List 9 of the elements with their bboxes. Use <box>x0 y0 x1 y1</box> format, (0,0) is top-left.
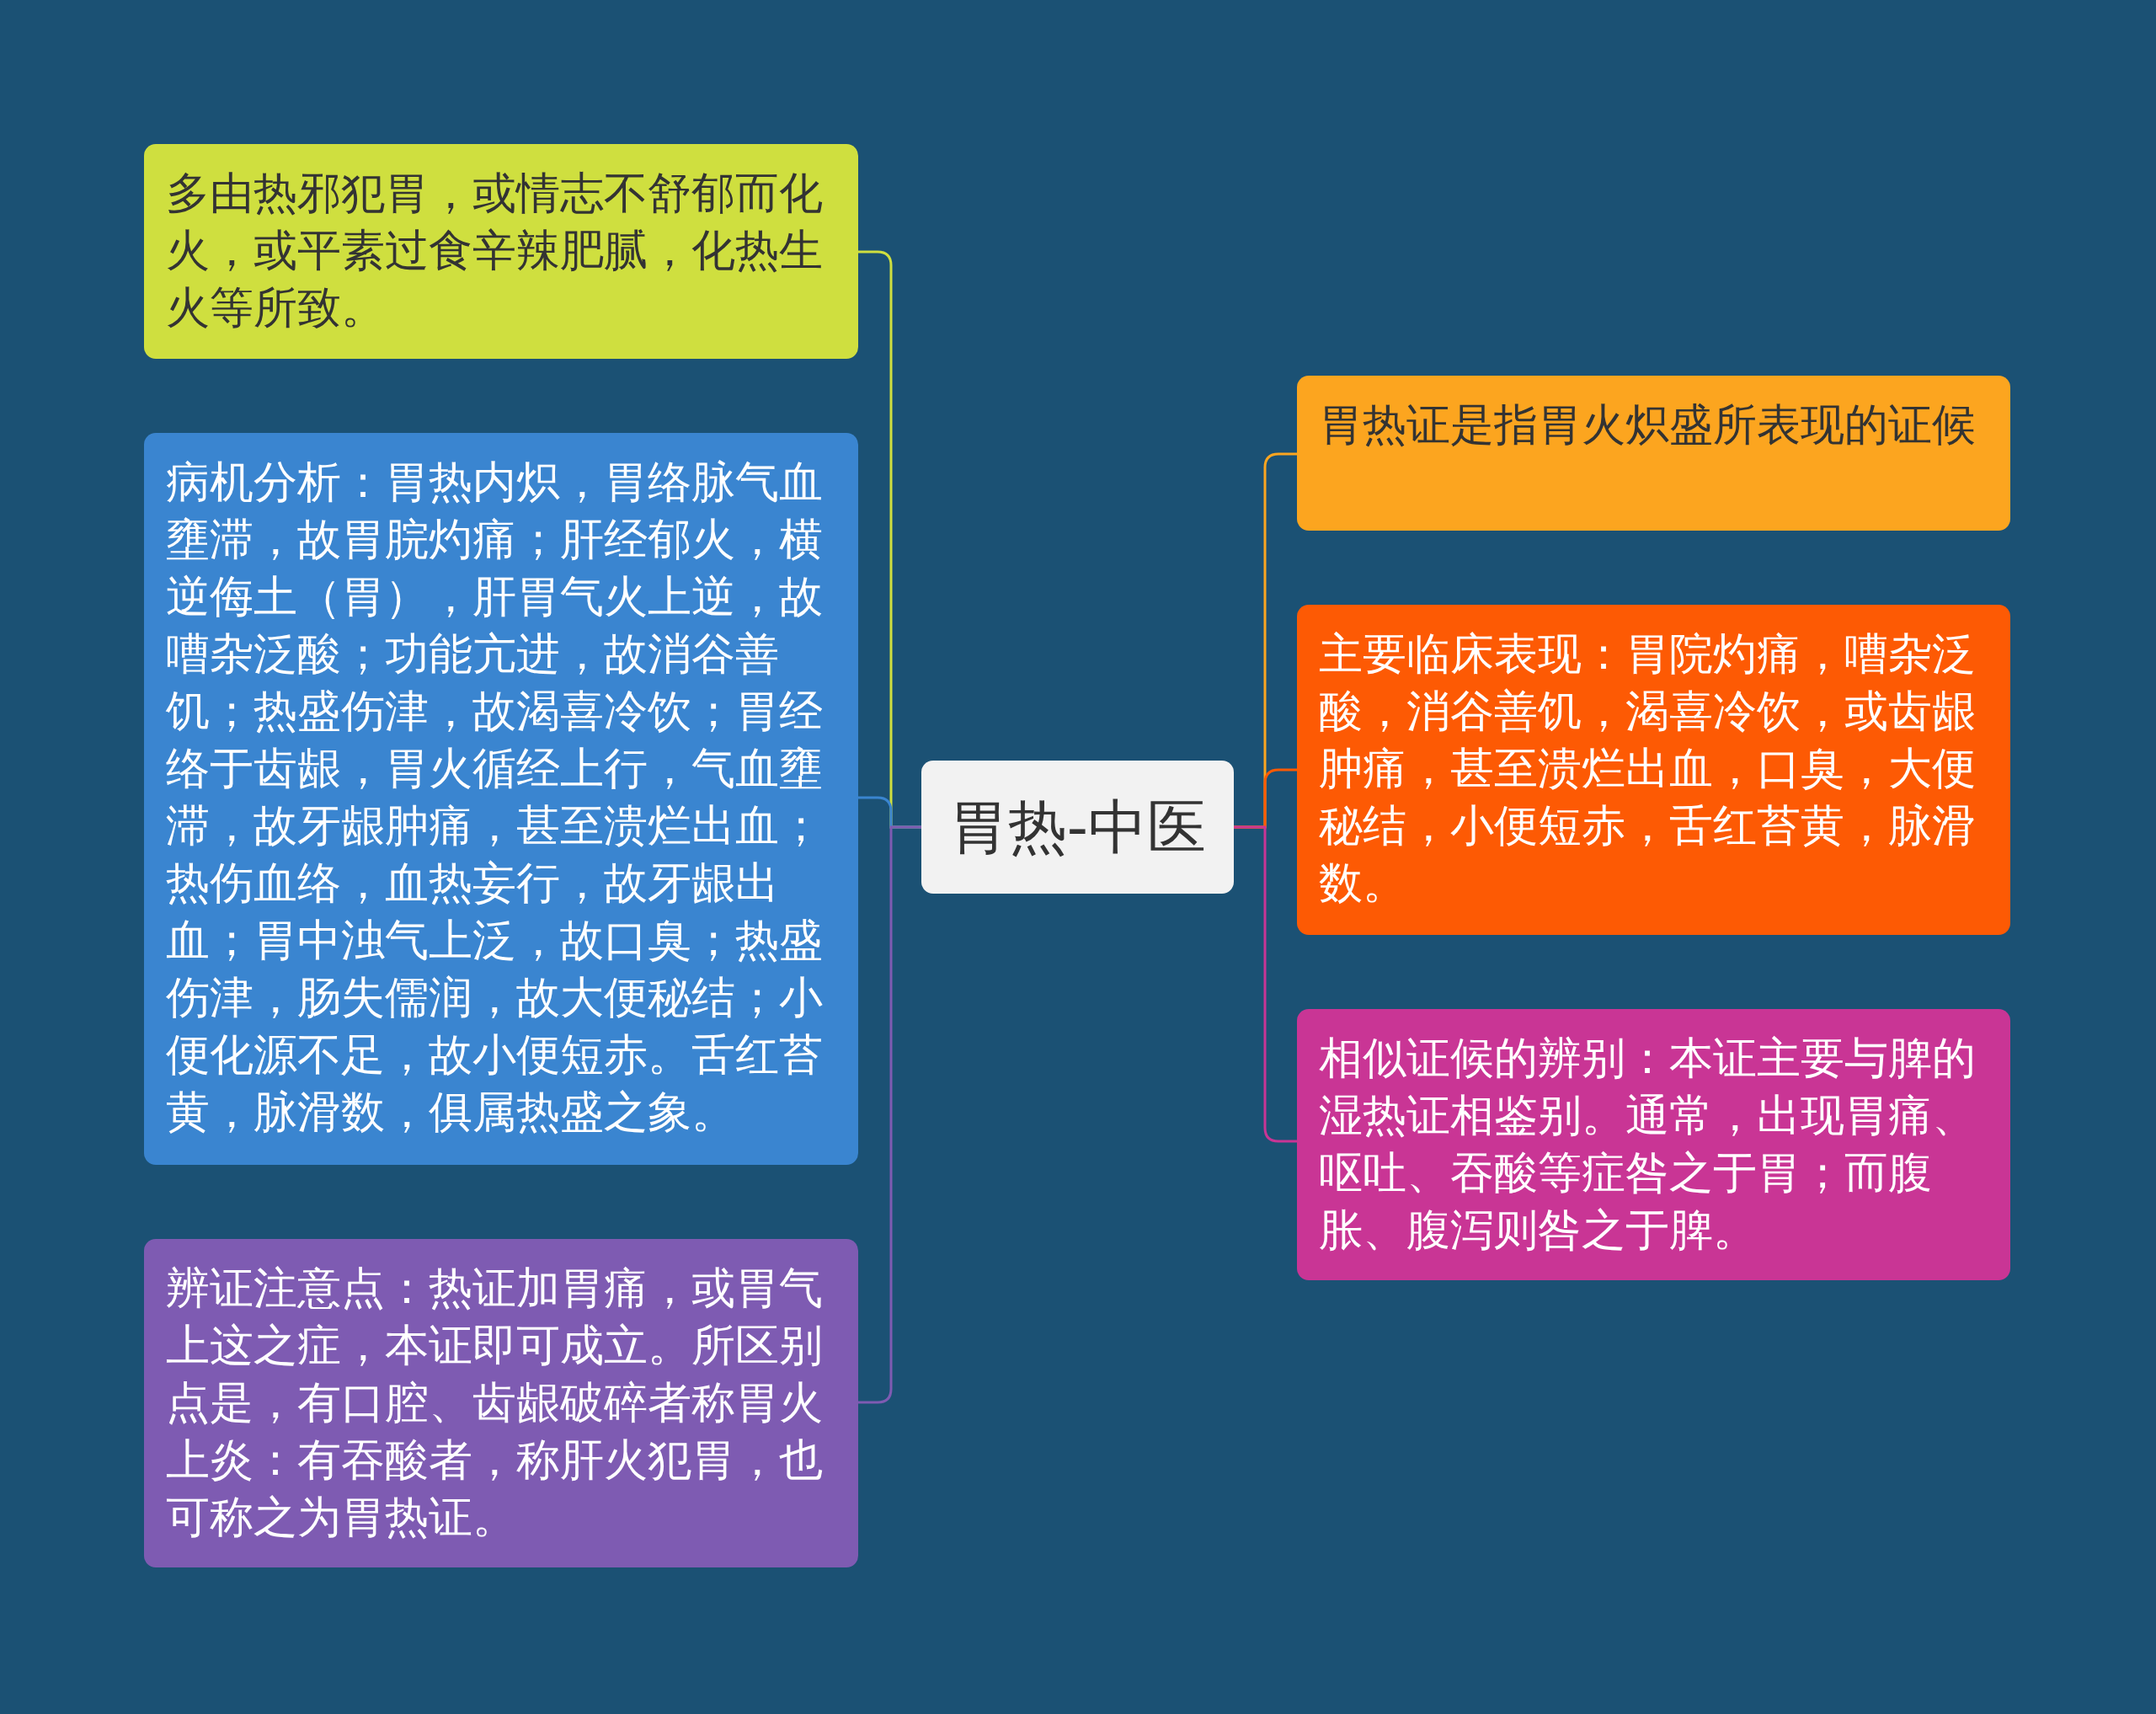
topic-box: 主要临床表现：胃院灼痛，嘈杂泛酸，消谷善饥，渴喜冷饮，或齿龈肿痛，甚至溃烂出血，口臭，大便秘结，小便短赤，舌红苔黄，脉滑数。 <box>1297 605 2010 935</box>
central-topic-box: 胃热-中医 <box>921 761 1234 894</box>
connector-line <box>858 825 921 1404</box>
connector-line <box>1234 825 1297 1143</box>
topic-box: 辨证注意点：热证加胃痛，或胃气上这之症，本证即可成立。所区别点是，有口腔、齿龈破碎者称胃火上炎：有吞酸者，称肝火犯胃，也可称之为胃热证。 <box>144 1239 858 1567</box>
topic-box: 病机分析：胃热内炽，胃络脉气血壅滞，故胃脘灼痛；肝经郁火，横逆侮土（胃），肝胃气火上逆，故嘈杂泛酸；功能亢进，故消谷善饥；热盛伤津，故渴喜冷饮；胃经络于齿龈，胃火循经上行，气血壅滞，故牙龈肿痛，甚至溃烂出血；热伤血络，血热妄行，故牙龈出血；胃中浊气上泛，故口臭；热盛伤津，肠失儒润，故大便秘结；小便化源不足，故小便短赤。舌红苔黄，脉滑数，俱属热盛之象。 <box>144 433 858 1165</box>
topic-box: 胃热证是指胃火炽盛所表现的证候 <box>1297 376 2010 531</box>
topic-box: 相似证候的辨别：本证主要与脾的湿热证相鉴别。通常，出现胃痛、呕吐、吞酸等症咎之于胃；而腹胀、腹泻则咎之于脾。 <box>1297 1009 2010 1280</box>
topic-box: 多由热邪犯胃，或情志不舒郁而化火，或平素过食辛辣肥腻，化热生火等所致。 <box>144 144 858 359</box>
